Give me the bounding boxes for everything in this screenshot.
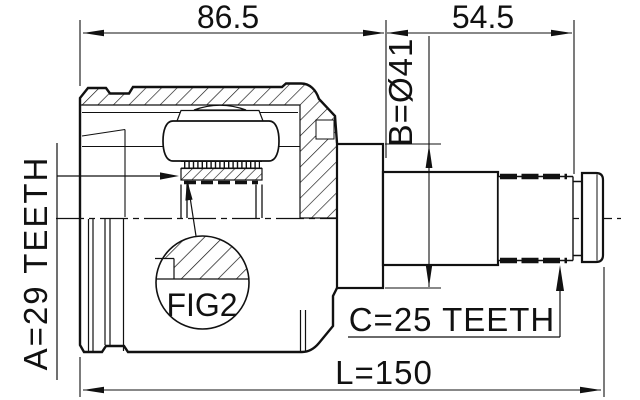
dimension-lines: [83, 32, 601, 391]
fig2-leader-arrow: [185, 180, 193, 201]
shaft: [335, 142, 605, 290]
dim-b-diameter-label: B=Ø41: [382, 38, 419, 147]
shaft-spline-body: [498, 176, 573, 261]
dim-86-5-label: 86.5: [197, 0, 259, 35]
boot-groove-lines: [87, 219, 307, 351]
fig2-detail: FIG2: [155, 180, 250, 330]
journal-section-hatch: [180, 167, 263, 181]
spacer-plate: [176, 109, 264, 122]
label-a-leader: [56, 143, 162, 380]
hub-walls: [180, 184, 263, 218]
label-a-teeth: A=29 TEETH: [17, 156, 54, 371]
fig2-step-profile: [155, 257, 250, 280]
label-a-arrow: [160, 172, 179, 180]
dimensions: 86.5 54.5 B=Ø41 A=29 TEETH C=25 TEETH L=…: [17, 0, 605, 397]
dim-l-total-label: L=150: [335, 354, 433, 391]
housing-outline: [78, 82, 339, 354]
shaft-journal: [381, 170, 500, 267]
label-c-teeth: C=25 TEETH: [349, 301, 556, 338]
dim-54-5-label: 54.5: [452, 0, 514, 35]
fig2-label: FIG2: [166, 287, 237, 323]
shaft-flange: [335, 142, 385, 290]
roller-bearing: [162, 120, 280, 162]
shaft-end-cap: [580, 171, 605, 264]
extension-lines: [79, 20, 605, 397]
label-c-leader: [348, 289, 561, 338]
internal-components: [162, 104, 280, 218]
housing-wall-step: [315, 119, 335, 140]
label-c-arrow: [556, 265, 564, 291]
